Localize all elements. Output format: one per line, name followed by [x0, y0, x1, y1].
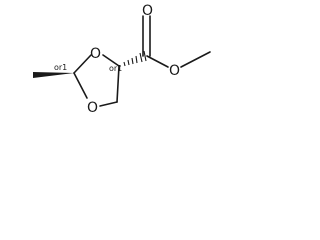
- bond-c4-c5: [116, 65, 120, 103]
- atom-carbonyl-oxygen: O: [142, 3, 153, 19]
- bond-o3-c2: [73, 72, 88, 99]
- bond-o1-c4: [102, 54, 120, 67]
- hash-bond-c4-carbonyl: [119, 50, 147, 67]
- stereo-label-c2: or1: [54, 63, 67, 72]
- structure-canvas: O O O O or1 or1: [0, 0, 214, 126]
- atom-ring-oxygen-bottom: O: [87, 100, 98, 116]
- bond-c5-o3: [99, 101, 118, 107]
- stereo-label-c4: or1: [109, 64, 122, 73]
- molecule-drawing: O O O O or1 or1: [33, 3, 211, 116]
- bond-c2-o1: [73, 54, 92, 74]
- wedge-bond-methyl: [33, 72, 74, 78]
- bond-ester-o-methyl: [180, 51, 211, 68]
- atom-ester-oxygen: O: [169, 63, 180, 79]
- atom-ring-oxygen-top: O: [90, 46, 101, 62]
- bond-carbonyl-ester-o: [146, 55, 169, 68]
